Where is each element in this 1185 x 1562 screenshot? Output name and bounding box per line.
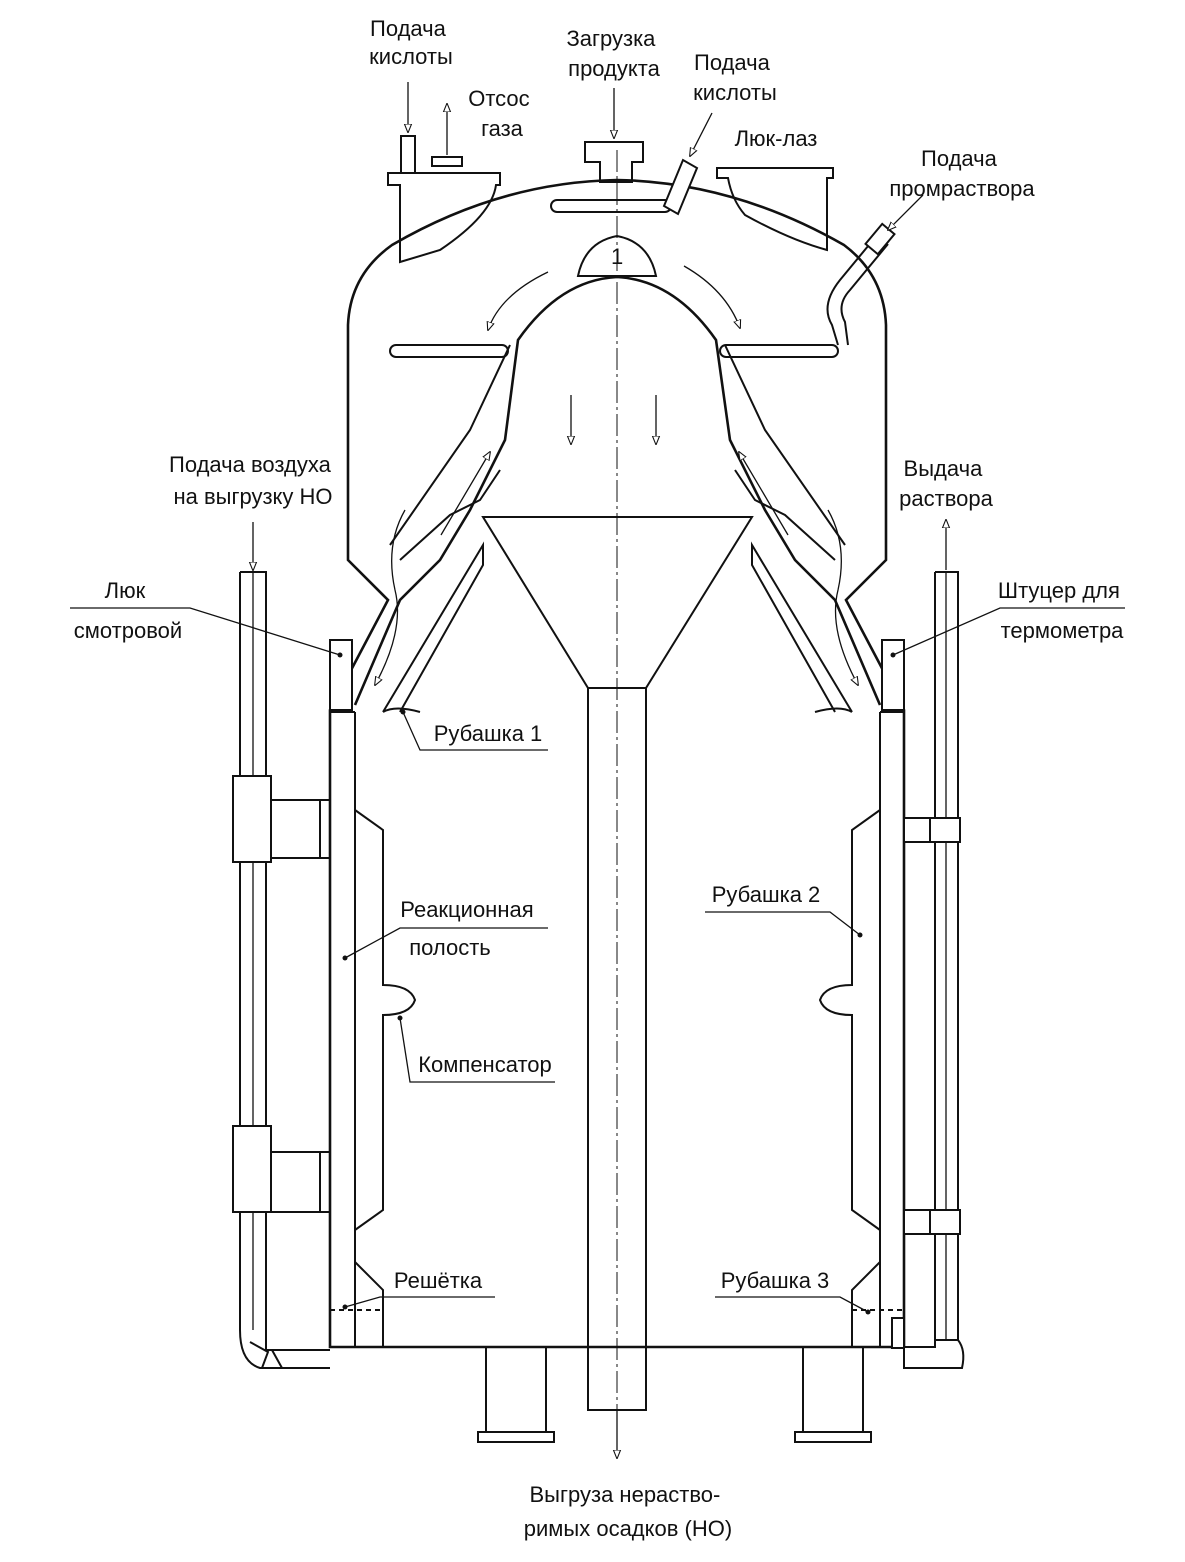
leader-reaction-cavity [344,927,548,959]
label-jacket-3: Рубашка 3 [721,1268,830,1293]
air-coupling-2 [232,1125,272,1213]
vessel-shell [328,178,906,1349]
bottom-right-stub [891,1317,905,1349]
label-air-feed: Подача воздуха на выгрузку НО [169,452,337,509]
label-manhole: Люк-лаз [735,126,818,151]
air-coupling-1 [232,775,272,863]
manhole-nozzle [716,167,834,252]
spray-ring-top [550,199,672,213]
jacket-2-left [354,809,417,1231]
flow-arrow-left-curve [488,271,549,330]
jacket-2-right [818,809,881,1231]
label-jacket-1: Рубашка 1 [434,721,543,746]
leader-jacket-2 [705,911,861,936]
flow-arrow-up-right [739,452,789,536]
solution-coupling-1 [929,817,961,843]
wash-pipe [826,233,889,346]
thermometer-fitting [881,639,905,711]
upper-jacket-wall [389,344,511,561]
flow-arrow-jacket-left [375,509,406,685]
cone-number: 1 [611,244,623,269]
dome-cap [576,234,658,277]
product-hopper [584,141,644,183]
distribution-ring-right [719,344,839,358]
air-elbow [249,1341,283,1369]
leader-compensator [399,1017,555,1083]
inner-wall-right [879,711,904,1347]
nozzle-top-left [387,172,501,264]
flow-arrow-up-left [440,452,490,536]
solution-valve-1 [903,817,931,843]
jacket-1-wall [382,541,484,713]
label-product-load: Загрузка продукта [566,26,661,81]
bottom-nozzle-right [794,1347,872,1443]
label-thermometer: Штуцер для термометра [998,578,1126,643]
label-acid-feed-right: Подача кислоты [693,50,777,105]
acid-feed-right-arrow [690,112,713,156]
leader-grate [344,1296,495,1308]
air-branch-2 [271,1151,330,1213]
label-jacket-2: Рубашка 2 [712,882,821,907]
label-sediment-unload: Выгруза нераство- римых осадков (НО) [524,1482,732,1541]
leader-thermometer [892,607,1125,656]
inner-wall-left [330,711,356,1347]
flow-arrow-right-curve [683,265,740,328]
label-wash-feed: Подача промраствора [889,146,1035,201]
bottom-nozzle-left [477,1347,555,1443]
wash-feed-arrow [888,194,924,230]
leader-sight-hatch [70,607,341,656]
solution-bottom-elbow [903,1339,965,1369]
jacket-3-right [851,1261,881,1347]
solution-valve-2 [903,1209,931,1235]
label-solution-output: Выдача раствора [899,456,993,511]
solution-coupling-2 [929,1209,961,1235]
sight-hatch-fitting [329,639,353,711]
label-gas-suction: Отсос газа [468,86,536,141]
leader-jacket-1 [402,711,548,751]
jacket-1-wall-right [751,541,853,713]
leader-jacket-3 [715,1296,869,1313]
label-grate: Решётка [394,1268,483,1293]
air-branch-1 [271,799,330,859]
gas-pipe-flange [431,156,463,167]
label-sight-hatch: Люк смотровой [74,578,182,643]
label-reaction-cavity: Реакционная полость [400,897,540,960]
label-acid-feed-left: Подача кислоты [369,16,453,69]
flow-arrow-jacket-right [827,509,858,685]
label-compensator: Компенсатор [418,1052,552,1077]
distribution-ring-left [389,344,509,358]
acid-pipe-left [400,135,416,174]
acid-pipe-right [662,158,699,216]
upper-jacket-wall-right [724,344,846,561]
jacket-3-left [354,1261,384,1347]
